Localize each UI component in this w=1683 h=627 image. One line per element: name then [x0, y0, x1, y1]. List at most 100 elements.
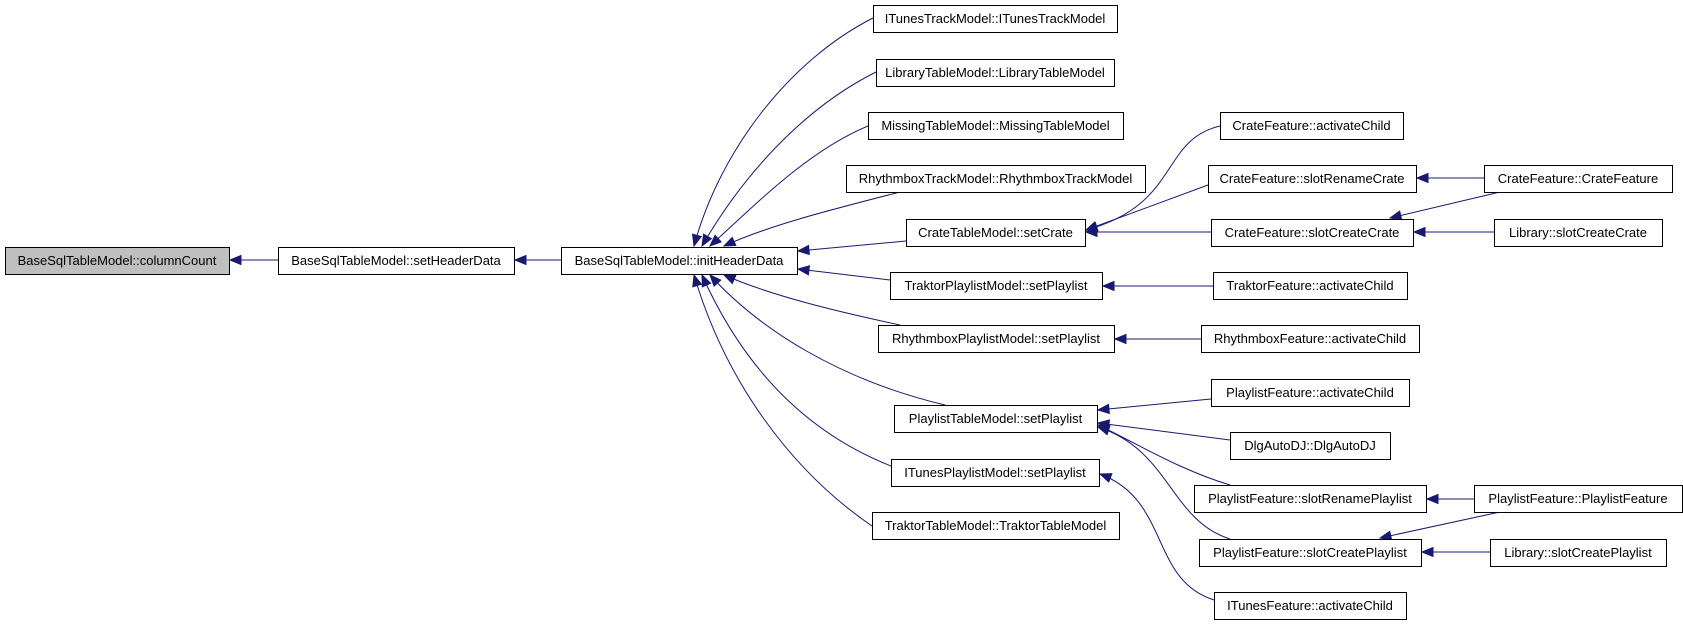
node-box	[878, 325, 1115, 353]
arrowhead-icon	[1113, 333, 1127, 345]
arrowhead-icon	[228, 254, 242, 266]
graph-node[interactable]: RhythmboxTrackModel::RhythmboxTrackModel	[846, 165, 1146, 193]
graph-node[interactable]: ITunesPlaylistModel::setPlaylist	[891, 459, 1100, 487]
node-label: PlaylistFeature::slotRenamePlaylist	[1208, 491, 1412, 506]
arrowhead-icon	[1378, 530, 1393, 541]
arrowhead-icon	[709, 274, 722, 288]
arrowhead-icon	[1096, 403, 1110, 415]
node-box	[278, 247, 515, 275]
graph-node[interactable]: MissingTableModel::MissingTableModel	[868, 112, 1124, 140]
arrowhead-icon	[513, 254, 527, 266]
edge-n21-to-n10	[1096, 419, 1231, 441]
edge-n10-to-n2	[709, 274, 946, 406]
graph-node[interactable]: CrateFeature::activateChild	[1220, 112, 1404, 140]
edge-n24-to-n23	[1378, 511, 1501, 541]
edge-line	[1097, 398, 1212, 411]
arrowhead-icon	[1425, 493, 1439, 505]
edge-line	[1085, 184, 1209, 231]
arrowhead-icon	[692, 273, 703, 288]
graph-node[interactable]: BaseSqlTableModel::setHeaderData	[278, 247, 515, 275]
node-label: RhythmboxTrackModel::RhythmboxTrackModel	[859, 171, 1133, 186]
node-box	[894, 405, 1098, 433]
node-label: CrateTableModel::setCrate	[918, 225, 1073, 240]
edge-n20-to-n10	[1096, 398, 1212, 415]
graph-node[interactable]: CrateTableModel::setCrate	[906, 219, 1086, 247]
edge-n25-to-n23	[1420, 546, 1490, 558]
node-box	[1220, 112, 1404, 140]
edge-line	[1389, 191, 1501, 219]
arrowhead-icon	[1098, 473, 1113, 483]
root-node: BaseSqlTableModel::columnCount	[5, 247, 230, 275]
edge-line	[709, 125, 869, 247]
graph-node[interactable]: PlaylistFeature::slotCreatePlaylist	[1199, 539, 1422, 567]
arrowhead-icon	[701, 273, 712, 288]
graph-node[interactable]: LibraryTableModel::LibraryTableModel	[876, 59, 1115, 87]
edge-line	[709, 274, 946, 406]
edge-n6-to-n2	[722, 191, 901, 247]
edge-n19-to-n9	[1113, 333, 1201, 345]
graph-node[interactable]: CrateFeature::slotCreateCrate	[1211, 219, 1414, 247]
node-box	[1211, 219, 1414, 247]
node-label: PlaylistFeature::activateChild	[1226, 385, 1394, 400]
graph-node[interactable]: CrateFeature::CrateFeature	[1484, 165, 1673, 193]
graph-node[interactable]: RhythmboxPlaylistModel::setPlaylist	[878, 325, 1115, 353]
graph-node[interactable]: DlgAutoDJ::DlgAutoDJ	[1230, 432, 1391, 460]
node-box	[1201, 325, 1420, 353]
edge-line	[723, 274, 901, 326]
edge-n22-to-n10	[1096, 424, 1231, 486]
node-label: BaseSqlTableModel::setHeaderData	[291, 253, 501, 268]
graph-node[interactable]: RhythmboxFeature::activateChild	[1201, 325, 1420, 353]
node-box	[5, 247, 230, 275]
edge-line	[797, 268, 891, 281]
node-label: PlaylistFeature::PlaylistFeature	[1488, 491, 1667, 506]
edge-n16-to-n15	[1388, 191, 1501, 221]
graph-node[interactable]: PlaylistTableModel::setPlaylist	[894, 405, 1098, 433]
graph-node[interactable]: PlaylistFeature::slotRenamePlaylist	[1194, 485, 1427, 513]
node-box	[873, 5, 1118, 33]
edge-line	[1097, 426, 1231, 540]
edge-n8-to-n2	[796, 265, 891, 281]
edge-n16-to-n14	[1415, 172, 1484, 184]
node-label: ITunesFeature::activateChild	[1227, 598, 1393, 613]
arrowhead-icon	[796, 244, 810, 256]
node-label: CrateFeature::activateChild	[1232, 118, 1390, 133]
arrowhead-icon	[1420, 546, 1434, 558]
edge-line	[1099, 473, 1215, 601]
node-label: Library::slotCreateCrate	[1509, 225, 1647, 240]
edge-n17-to-n15	[1412, 226, 1494, 238]
edge-line	[1379, 511, 1501, 539]
arrowhead-icon	[709, 234, 723, 247]
arrowhead-icon	[796, 265, 811, 276]
graph-node[interactable]: ITunesTrackModel::ITunesTrackModel	[873, 5, 1118, 33]
node-box	[1211, 379, 1410, 407]
edge-n7-to-n2	[796, 240, 907, 256]
graph-node[interactable]: PlaylistFeature::activateChild	[1211, 379, 1410, 407]
node-label: MissingTableModel::MissingTableModel	[881, 118, 1109, 133]
graph-node[interactable]: PlaylistFeature::PlaylistFeature	[1474, 485, 1683, 513]
edge-n3-to-n2	[691, 17, 874, 248]
node-box	[891, 459, 1100, 487]
graph-node[interactable]: TraktorPlaylistModel::setPlaylist	[890, 272, 1103, 300]
node-label: PlaylistTableModel::setPlaylist	[909, 411, 1083, 426]
edge-line	[1097, 422, 1231, 441]
graph-node[interactable]: Library::slotCreatePlaylist	[1490, 539, 1667, 567]
nodes-layer: BaseSqlTableModel::columnCount BaseSqlTab…	[5, 5, 1683, 620]
edge-line	[693, 17, 874, 247]
edge-line	[723, 191, 901, 247]
arrowhead-icon	[1388, 210, 1403, 221]
graph-node[interactable]: CrateFeature::slotRenameCrate	[1208, 165, 1417, 193]
graph-node[interactable]: BaseSqlTableModel::initHeaderData	[561, 247, 798, 275]
graph-node[interactable]: ITunesFeature::activateChild	[1214, 592, 1407, 620]
node-label: BaseSqlTableModel::initHeaderData	[575, 253, 785, 268]
node-box	[1484, 165, 1673, 193]
node-box	[1490, 539, 1667, 567]
node-box	[868, 112, 1124, 140]
edge-n24-to-n22	[1425, 493, 1474, 505]
node-label: CrateFeature::slotRenameCrate	[1220, 171, 1405, 186]
graph-node[interactable]: Library::slotCreateCrate	[1494, 219, 1663, 247]
edge-n2-to-n1	[513, 254, 561, 266]
edge-n5-to-n2	[709, 125, 869, 247]
graph-node[interactable]: TraktorTableModel::TraktorTableModel	[872, 512, 1120, 540]
graph-node[interactable]: TraktorFeature::activateChild	[1213, 272, 1408, 300]
